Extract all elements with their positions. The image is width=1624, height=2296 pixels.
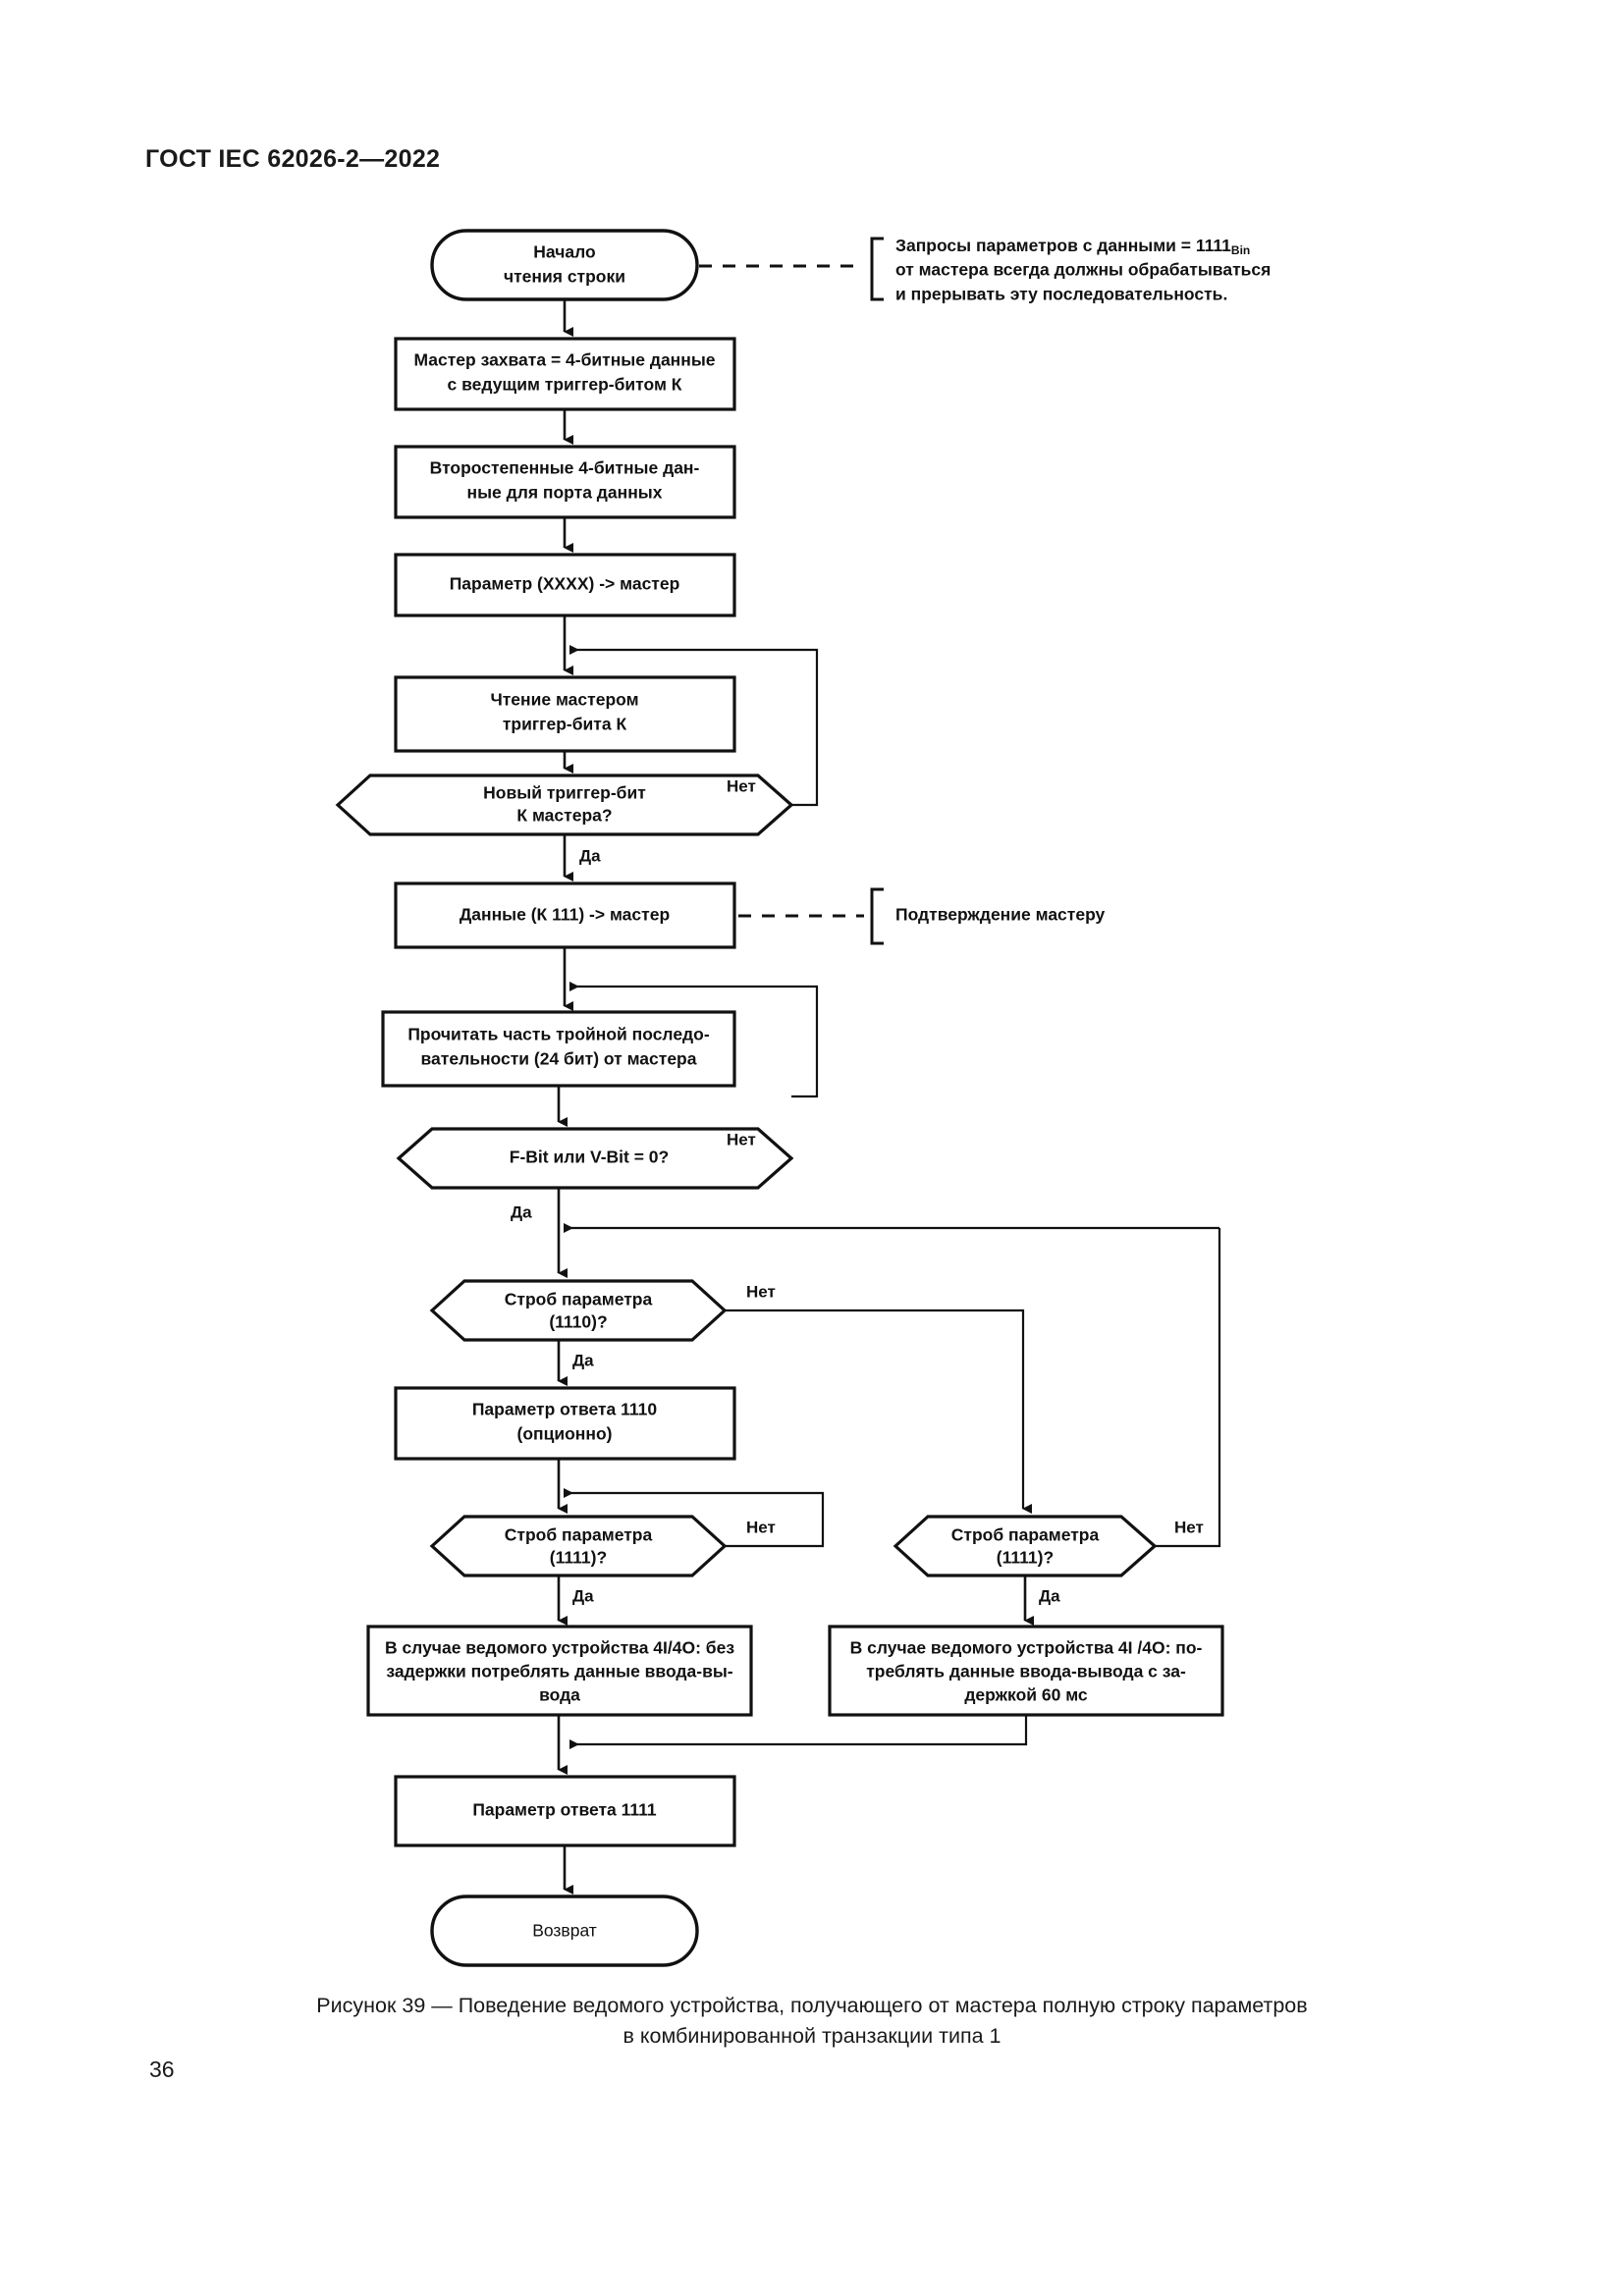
annotation-start-note-sub: Bin (1231, 243, 1250, 257)
branch-label-no-strobe1111-left: Нет (746, 1518, 776, 1536)
node-response-1110-line2: (опционно) (517, 1424, 613, 1444)
loop-no-fbit-back (569, 982, 819, 1098)
node-read-trigger: Чтение мастером триггер-бита К (394, 675, 736, 753)
node-capture-master-line1: Мастер захвата = 4-битные данные (413, 350, 715, 370)
node-secondary-data: Второстепенные 4-битные дан- ные для пор… (394, 445, 736, 519)
branch-label-yes-strobe1111-left: Да (572, 1586, 594, 1605)
node-param-xxxx-line1: Параметр (XXXX) -> мастер (450, 574, 680, 594)
branch-label-yes-fbit: Да (511, 1202, 532, 1221)
node-strobe-1111-left-line2: (1111)? (550, 1548, 607, 1568)
branch-label-no-new-trigger: Нет (727, 776, 756, 795)
document-header: ГОСТ IEC 62026-2—2022 (145, 145, 441, 173)
annotation-start-note-line1: Запросы параметров с данными = 1111 (895, 236, 1231, 255)
node-return-line1: Возврат (532, 1921, 597, 1941)
svg-text:Запросы параметров с данными =: Запросы параметров с данными = 1111Bin (895, 236, 1250, 258)
node-capture-master-line2: с ведущим триггер-битом К (448, 375, 682, 395)
node-strobe-1111-right-line2: (1111)? (997, 1548, 1054, 1568)
node-slave-delay-60ms: В случае ведомого устройства 4I /4O: по-… (828, 1625, 1224, 1717)
node-strobe-1110-decision: Строб параметра (1110)? (429, 1279, 728, 1342)
annotation-start-note-line3: и прерывать эту последовательность. (895, 285, 1227, 304)
node-strobe-1111-right-decision: Строб параметра (1111)? (893, 1515, 1158, 1577)
node-secondary-data-line2: ные для порта данных (467, 483, 663, 503)
flow-no-strobe1110-to-right-1111 (725, 1308, 1032, 1514)
node-slave-no-delay-line1: В случае ведомого устройства 4I/4O: без (385, 1638, 734, 1658)
node-fbit-vbit-decision-line1: F-Bit или V-Bit = 0? (510, 1148, 669, 1167)
annotation-start-note: Запросы параметров с данными = 1111Bin о… (895, 236, 1271, 304)
node-fbit-vbit-decision: F-Bit или V-Bit = 0? (396, 1127, 794, 1190)
node-slave-no-delay-line3: вода (539, 1685, 580, 1705)
annotation-start-note-line2: от мастера всегда должны обрабатываться (895, 260, 1271, 280)
flow-slave-delay-merge (569, 1715, 1028, 1749)
node-strobe-1110-line2: (1110)? (549, 1312, 607, 1332)
branch-label-no-strobe1110: Нет (746, 1282, 776, 1301)
node-capture-master: Мастер захвата = 4-битные данные с ведущ… (394, 337, 736, 411)
node-response-1111: Параметр ответа 1111 (394, 1775, 736, 1847)
branch-label-no-fbit: Нет (727, 1130, 756, 1148)
node-start-line2: чтения строки (504, 267, 625, 287)
node-read-triple-line2: вательности (24 бит) от мастера (421, 1049, 697, 1069)
node-read-triple: Прочитать часть тройной последо- вательн… (381, 1010, 736, 1088)
figure-39-flowchart: Начало чтения строки Мастер захвата = 4-… (0, 221, 1624, 1978)
node-strobe-1111-left-line1: Строб параметра (505, 1525, 653, 1545)
loop-no-left-1111-back (564, 1488, 825, 1548)
node-slave-no-delay-line2: задержки потреблять данные ввода-вы- (386, 1662, 732, 1682)
node-slave-delay-line1: В случае ведомого устройства 4I /4O: по- (850, 1638, 1203, 1658)
node-response-1111-line1: Параметр ответа 1111 (472, 1800, 657, 1820)
node-return: Возврат (430, 1895, 699, 1967)
node-response-1110-line1: Параметр ответа 1110 (472, 1400, 658, 1419)
node-data-k111-line1: Данные (К 111) -> мастер (460, 905, 670, 925)
branch-label-yes-strobe1111-right: Да (1039, 1586, 1060, 1605)
page-number: 36 (149, 2056, 175, 2082)
branch-label-no-strobe1111-right: Нет (1174, 1518, 1204, 1536)
node-start-line1: Начало (533, 242, 595, 262)
branch-label-yes-new-trigger: Да (579, 846, 601, 865)
node-strobe-1111-left-decision: Строб параметра (1111)? (429, 1515, 728, 1577)
node-read-trigger-line2: триггер-бита К (503, 715, 627, 734)
figure-caption: Рисунок 39 — Поведение ведомого устройст… (0, 1991, 1624, 2052)
node-data-k111: Данные (К 111) -> мастер (394, 881, 736, 949)
loop-no-new-trigger-back (569, 645, 819, 807)
annotation-ack-note: Подтверждение мастеру (895, 905, 1106, 925)
node-new-trigger-decision-line2: К мастера? (516, 806, 612, 826)
node-slave-delay-line2: треблять данные ввода-вывода с за- (866, 1662, 1186, 1682)
node-start: Начало чтения строки (430, 229, 699, 301)
figure-caption-line1: Рисунок 39 — Поведение ведомого устройст… (316, 1994, 1308, 2017)
bracket-ack-note (870, 887, 884, 945)
node-secondary-data-line1: Второстепенные 4-битные дан- (430, 458, 700, 478)
node-slave-no-delay: В случае ведомого устройства 4I/4O: без … (366, 1625, 753, 1717)
node-response-1110: Параметр ответа 1110 (опционно) (394, 1386, 736, 1461)
flow-no-right-1111-up (1155, 1228, 1221, 1548)
branch-label-yes-strobe1110: Да (572, 1351, 594, 1369)
node-param-xxxx: Параметр (XXXX) -> мастер (394, 553, 736, 617)
node-new-trigger-decision-line1: Новый триггер-бит (483, 783, 646, 803)
figure-caption-line2: в комбинированной транзакции типа 1 (623, 2024, 1001, 2048)
node-read-triple-line1: Прочитать часть тройной последо- (407, 1025, 710, 1044)
bracket-start-note (870, 237, 884, 301)
node-read-trigger-line1: Чтение мастером (490, 690, 638, 710)
node-strobe-1110-line1: Строб параметра (505, 1290, 653, 1309)
node-slave-delay-line3: держкой 60 мс (964, 1685, 1088, 1705)
node-strobe-1111-right-line1: Строб параметра (951, 1525, 1100, 1545)
annotation-ack-note-line1: Подтверждение мастеру (895, 905, 1106, 925)
node-new-trigger-decision: Новый триггер-бит К мастера? (335, 774, 794, 836)
